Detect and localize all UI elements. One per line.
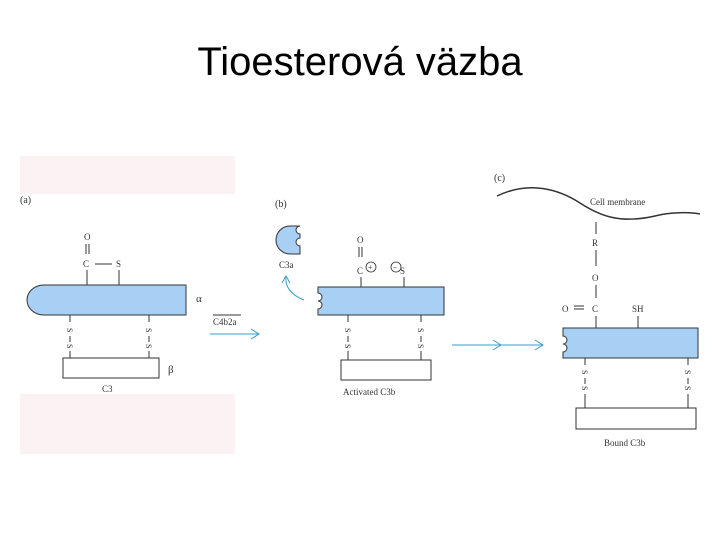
bound-c3b-alpha-chain	[562, 327, 699, 359]
bound-c3b-beta-chain	[575, 407, 697, 430]
panel-a-oxygen: O	[84, 232, 91, 242]
c3b-alpha-chain	[317, 286, 445, 316]
disulfide-s-c3: S	[683, 370, 692, 374]
enzyme-label: C4b2a	[213, 317, 237, 327]
plus-charge-circle	[365, 261, 377, 273]
r-group-label: R	[592, 238, 598, 248]
c3-beta-chain	[62, 357, 160, 379]
c3a-fragment	[275, 225, 301, 255]
carbonyl-oxygen: O	[562, 304, 569, 314]
panel-b-sulfur: S	[400, 266, 405, 276]
disulfide-s-b4: S	[416, 344, 425, 348]
minus-charge-circle	[390, 261, 402, 273]
disulfide-s-a1: S	[65, 328, 74, 332]
alpha-label: α	[196, 293, 202, 305]
beta-label: β	[168, 364, 174, 376]
panel-a-label: (a)	[20, 195, 31, 206]
panel-a: (a) O C S α S S S S β C3	[20, 195, 202, 394]
panel-a-sulfur: S	[116, 259, 121, 269]
shadow-box-top	[20, 156, 235, 194]
cleavage-arrow-head	[250, 328, 260, 340]
panel-b-oxygen: O	[357, 235, 364, 245]
activated-c3b-label: Activated C3b	[343, 387, 396, 397]
disulfide-s-b2: S	[343, 344, 352, 348]
panel-c-carbon: C	[592, 304, 598, 314]
panel-a-carbon: C	[83, 259, 89, 269]
enzyme-arrow-group: C4b2a	[210, 314, 260, 340]
c3-name: C3	[102, 384, 113, 394]
binding-arrow-head	[534, 339, 544, 351]
slide-title: Tioesterová väzba	[197, 40, 523, 84]
release-arrow	[285, 275, 305, 301]
panel-b: (b) C3a O C + − S S S S S Activated C3b	[275, 199, 445, 397]
cell-membrane-label: Cell membrane	[590, 197, 645, 207]
disulfide-s-b1: S	[343, 328, 352, 332]
disulfide-s-c1: S	[580, 370, 589, 374]
disulfide-s-a2: S	[65, 344, 74, 348]
panel-b-carbon: C	[357, 266, 363, 276]
disulfide-s-c2: S	[580, 386, 589, 390]
shadow-box-bottom	[20, 394, 235, 454]
plus-charge: +	[368, 263, 373, 272]
cell-membrane-line	[496, 187, 701, 220]
c3b-beta-chain	[340, 359, 432, 381]
disulfide-s-a4: S	[144, 344, 153, 348]
minus-charge: −	[393, 263, 398, 272]
panel-b-label: (b)	[275, 199, 287, 210]
thiol-label: SH	[632, 304, 644, 314]
ester-oxygen: O	[592, 273, 599, 283]
panel-c: (c) Cell membrane R O O C SH S S S S Bou…	[494, 173, 701, 448]
binding-arrow-mid-head	[492, 339, 502, 351]
disulfide-s-b3: S	[416, 328, 425, 332]
disulfide-s-a3: S	[144, 328, 153, 332]
disulfide-s-c4: S	[683, 386, 692, 390]
release-arrow-head	[281, 274, 291, 284]
panel-c-label: (c)	[494, 173, 505, 184]
c3a-label: C3a	[279, 260, 294, 270]
c3-alpha-chain	[26, 284, 187, 316]
bound-c3b-label: Bound C3b	[604, 438, 646, 448]
